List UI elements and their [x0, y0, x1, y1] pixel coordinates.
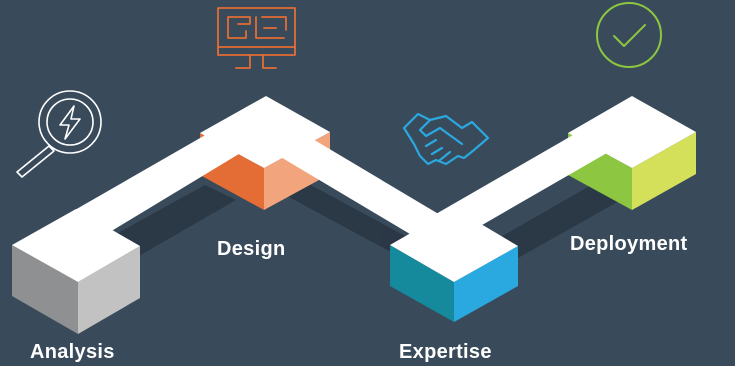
- path-design-to-expertise: [232, 110, 452, 240]
- block-analysis-top: [12, 209, 140, 282]
- magnifier-bolt-icon: [16, 90, 102, 178]
- monitor-blueprint-icon: [217, 7, 296, 69]
- block-analysis: [12, 209, 140, 334]
- step-label-design: Design: [217, 238, 286, 260]
- step-label-analysis: Analysis: [30, 341, 115, 363]
- connecting-path: [40, 110, 640, 244]
- block-analysis-right-face: [78, 246, 140, 334]
- handshake-icon: [402, 112, 490, 166]
- block-expertise-right-face: [454, 246, 518, 322]
- step-label-deployment: Deployment: [570, 233, 688, 255]
- block-analysis-left-face: [12, 245, 78, 334]
- path-analysis-to-design: [40, 122, 262, 244]
- block-expertise-left-face: [390, 245, 454, 322]
- block-deployment-right-face: [632, 132, 696, 210]
- step-label-expertise: Expertise: [399, 341, 492, 363]
- check-circle-icon: [596, 2, 662, 68]
- path-expertise-to-deployment: [422, 116, 640, 240]
